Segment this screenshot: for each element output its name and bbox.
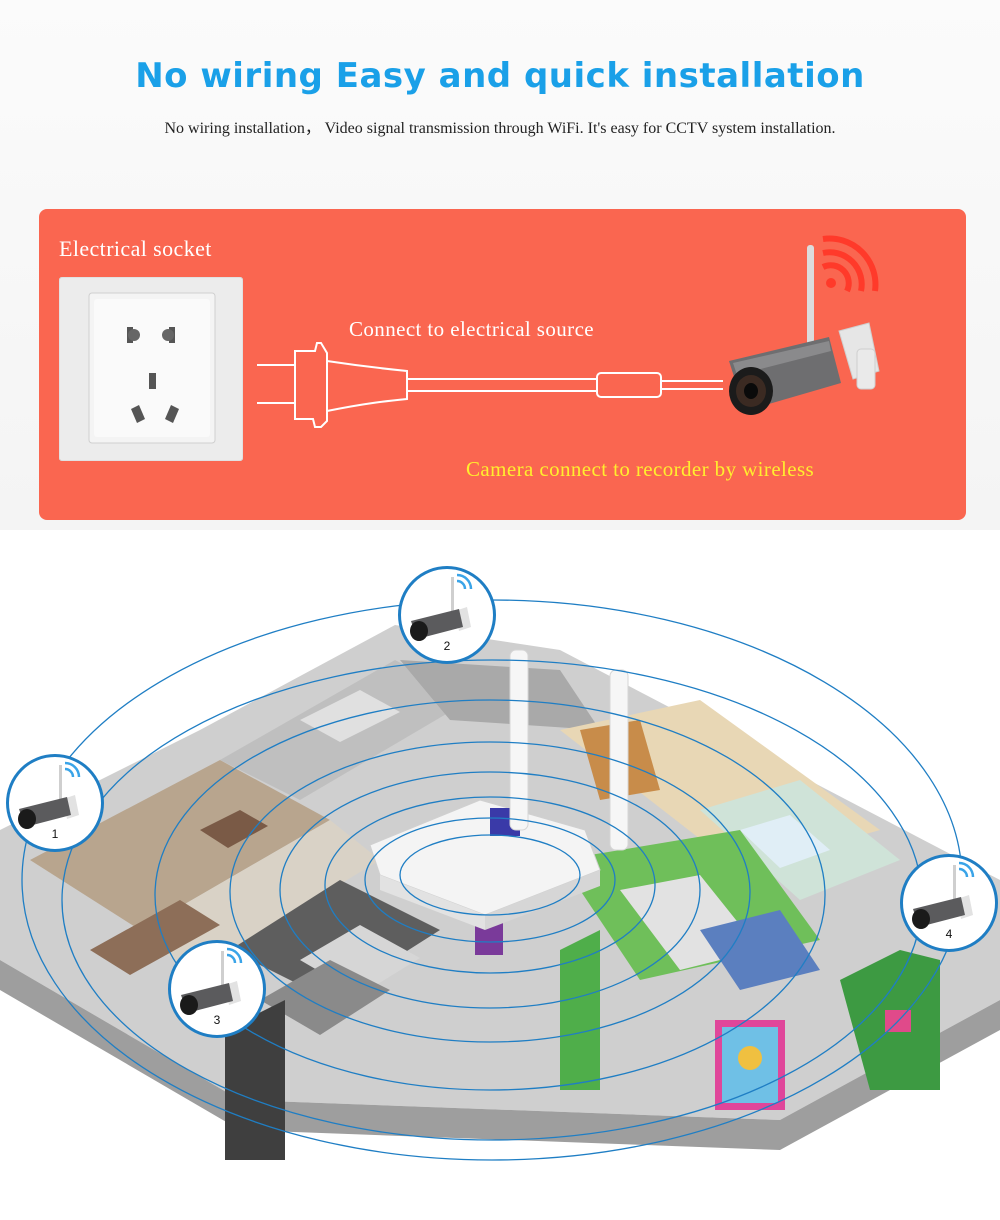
bullet-camera-icon [18,761,81,829]
bullet-camera-icon [912,861,975,929]
wireless-label: Camera connect to recorder by wireless [466,457,815,481]
bullet-camera-icon [729,235,880,415]
page-title: No wiring Easy and quick installation [135,56,865,96]
wall-socket-icon [59,277,243,461]
camera-number: 1 [51,827,59,841]
wifi-signal-icon [64,761,81,778]
wifi-signal-icon [226,947,243,964]
wifi-signal-icon [821,235,879,293]
connect-label: Connect to electrical source [349,317,595,341]
wifi-signal-icon [456,573,473,590]
page-subtitle: No wiring installation， Video signal tra… [164,120,836,137]
top-section: No wiring Easy and quick installation No… [0,0,1000,530]
house-floorplan-icon [0,599,1000,1161]
camera-badge-1: 1 [6,754,104,852]
bullet-camera-icon [180,947,243,1015]
socket-label: Electrical socket [59,236,212,261]
camera-badge-4: 4 [900,854,998,952]
camera-number: 2 [443,639,451,653]
installation-panel: Electrical socket Connect to electrical … [39,209,966,520]
camera-badge-2: 2 [398,566,496,664]
power-plug-icon [257,342,723,428]
camera-number: 4 [945,927,953,941]
camera-number: 3 [213,1013,221,1027]
bullet-camera-icon [410,573,473,641]
camera-badge-3: 3 [168,940,266,1038]
house-scene: 1 2 3 4 [0,530,1000,1215]
wifi-signal-icon [958,861,975,878]
